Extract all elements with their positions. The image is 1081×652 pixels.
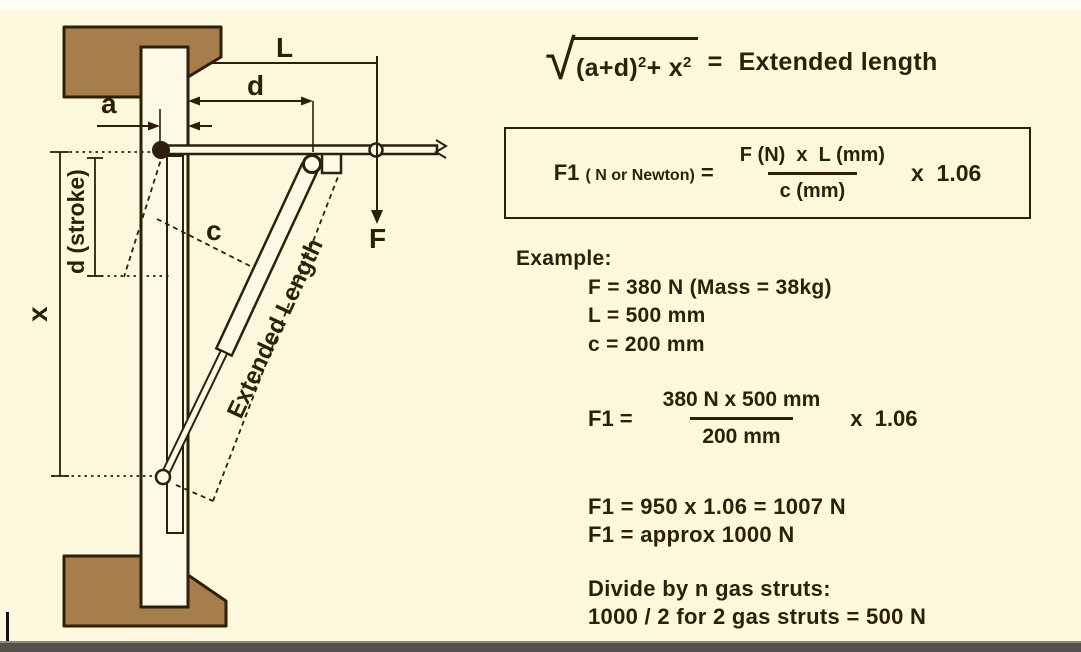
fraction-numerator: F (N) x L (mm): [739, 143, 885, 166]
radical-sign: √: [545, 28, 577, 91]
example-heading: Example:: [516, 247, 612, 270]
a-arrow-right: [188, 121, 200, 131]
example-line: F = 380 N (Mass = 38kg): [588, 275, 832, 299]
divide-block: Divide by n gas struts: 1000 / 2 for 2 g…: [588, 575, 926, 631]
result-line: F1 = 950 x 1.06 = 1007 N: [588, 494, 846, 519]
results-block: F1 = 950 x 1.06 = 1007 N F1 = approx 100…: [588, 493, 846, 549]
radicand-base: (a+d): [576, 54, 638, 82]
label-c: c: [206, 215, 222, 246]
force-arrowhead: [371, 210, 383, 224]
pivot-hinge: [152, 141, 170, 159]
divide-line: 1000 / 2 for 2 gas struts = 500 N: [588, 604, 927, 629]
example-line: c = 200 mm: [588, 332, 705, 356]
left-edge-mark: [6, 612, 9, 644]
calc-fraction: 380 N x 500 mm 200 mm: [651, 388, 833, 449]
label-d-stroke: d (stroke): [63, 169, 89, 274]
equals-sign: =: [707, 48, 723, 76]
f1-symbol: F1: [553, 160, 586, 185]
equals-sign: =: [694, 160, 714, 185]
example-line: L = 500 mm: [588, 304, 706, 327]
label-F: F: [369, 223, 386, 254]
c-dimension-line: [156, 218, 259, 271]
force-formula-box: F1 ( N or Newton) = F (N) x L (mm) c (mm…: [504, 127, 1031, 219]
strut-top-bracket: [320, 151, 343, 175]
divide-line: Divide by n gas struts:: [588, 576, 831, 601]
dimension-d-stroke: [87, 157, 103, 277]
calc-lhs: F1 =: [588, 405, 633, 431]
calc-multiplier: x 1.06: [850, 405, 918, 431]
radicand-mid: + x: [646, 54, 683, 82]
f1-qualifier: ( N or Newton): [585, 167, 695, 184]
result-line: F1 = approx 1000 N: [588, 522, 795, 547]
calc-denominator: 200 mm: [690, 417, 793, 449]
panel-break-symbol: [434, 139, 448, 159]
equals-result: = Extended length: [698, 49, 938, 75]
dimension-L: [212, 56, 378, 212]
label-d: d: [247, 70, 264, 101]
dimension-x: [51, 151, 69, 477]
strut-top-eyelet: [302, 154, 322, 174]
multiplier: x 1.06: [910, 159, 982, 186]
exponent: 2: [683, 54, 692, 71]
door-strut-diagram: L d a c F x d (stroke) Extended Length: [22, 25, 448, 628]
extended-length-outline: [175, 152, 342, 502]
pivot-diagonal-line: [123, 152, 164, 278]
label-a: a: [101, 88, 117, 119]
video-scrubber-bar: [0, 641, 1081, 652]
top-edge-strip: [0, 0, 1081, 10]
a-arrow-left: [148, 121, 160, 131]
fraction-denominator: c (mm): [767, 171, 858, 203]
exponent: 2: [637, 54, 647, 71]
calculation-row: F1 = 380 N x 500 mm 200 mm x 1.06: [588, 388, 918, 449]
dashed-construction-lines: [123, 152, 259, 278]
extended-length-formula: √ (a+d)2+ x2 =Extended length: [545, 31, 938, 89]
formula-fraction: F (N) x L (mm) c (mm): [728, 144, 897, 203]
example-block: Example: F = 380 N (Mass = 38kg) L = 500…: [516, 245, 832, 359]
dimension-a: [97, 109, 212, 146]
label-L: L: [276, 32, 293, 63]
d-arrow-left: [188, 96, 200, 106]
dimension-d: [200, 100, 314, 152]
d-arrow-right: [301, 96, 313, 106]
calc-numerator: 380 N x 500 mm: [662, 388, 821, 411]
door-open-panel: [152, 139, 448, 159]
result-text: Extended length: [738, 48, 938, 76]
gas-strut: [154, 151, 343, 486]
strut-bottom-eyelet: [154, 468, 172, 486]
radicand: (a+d)2+ x2: [573, 37, 698, 81]
label-x: x: [22, 306, 53, 322]
formula-lhs: F1 ( N or Newton) =: [554, 160, 714, 186]
